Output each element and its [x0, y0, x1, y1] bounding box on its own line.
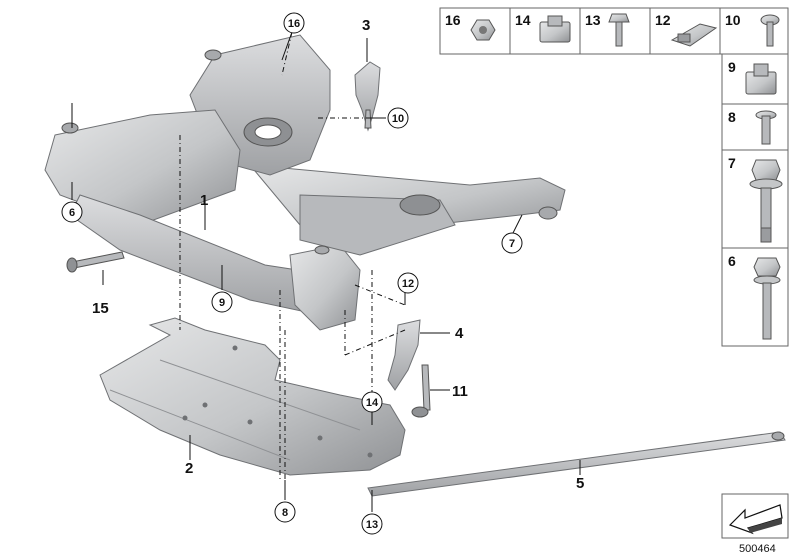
fastener-tiles-right-column: 9 8 7 6	[721, 53, 789, 347]
callout-13: 13	[366, 519, 378, 531]
leader-lines	[71, 31, 581, 512]
tile-label-6: 6	[728, 253, 736, 269]
clip-icon	[670, 23, 718, 47]
callout-15: 15	[92, 300, 109, 317]
callout-1: 1	[200, 192, 208, 209]
callout-8: 8	[282, 507, 288, 519]
front-axle-subframe	[44, 34, 566, 331]
hex-bolt-with-spacer-icon	[749, 159, 783, 243]
callout-16: 16	[288, 18, 300, 30]
document-number: 500464	[739, 543, 776, 555]
tile-label-12: 12	[655, 12, 671, 28]
tile-label-13: 13	[585, 12, 601, 28]
long-hex-bolt-icon	[753, 257, 781, 340]
underbody-protection-plate	[99, 317, 406, 476]
callout-6: 6	[69, 207, 75, 219]
callout-4: 4	[455, 325, 464, 342]
callout-5: 5	[576, 475, 584, 492]
torx-screw-icon	[760, 14, 780, 47]
tile-label-7: 7	[728, 155, 736, 171]
screw-icon	[608, 13, 630, 47]
callout-10: 10	[392, 113, 404, 125]
cage-nut-icon	[539, 15, 571, 43]
flange-bolt-icon	[755, 110, 777, 145]
callouts: 1 2 3 4 5 11 15 16 10 6 7 9 12 14 8 13	[61, 12, 584, 535]
callout-14: 14	[366, 397, 379, 409]
callout-11: 11	[452, 383, 468, 400]
fastener-tiles-top-row: 16 14 13 12 10	[439, 7, 789, 55]
tile-label-10: 10	[725, 12, 741, 28]
callout-12: 12	[402, 278, 414, 290]
callout-7: 7	[509, 238, 515, 250]
reinforcement-strut-part-5	[367, 431, 786, 497]
bolt-part-15	[66, 251, 125, 273]
bolt-part-11	[411, 364, 431, 418]
tile-label-8: 8	[728, 109, 736, 125]
callout-9: 9	[219, 297, 225, 309]
hex-nut-icon	[470, 19, 496, 41]
cage-nut-large-icon	[745, 63, 777, 95]
tile-label-16: 16	[445, 12, 461, 28]
orientation-arrow-box	[721, 493, 789, 539]
bracket-part-4	[387, 319, 421, 391]
bolt-part-10-small	[364, 109, 372, 129]
callout-3: 3	[362, 17, 370, 34]
tile-label-14: 14	[515, 12, 531, 28]
tile-label-9: 9	[728, 59, 736, 75]
callout-2: 2	[185, 460, 193, 477]
